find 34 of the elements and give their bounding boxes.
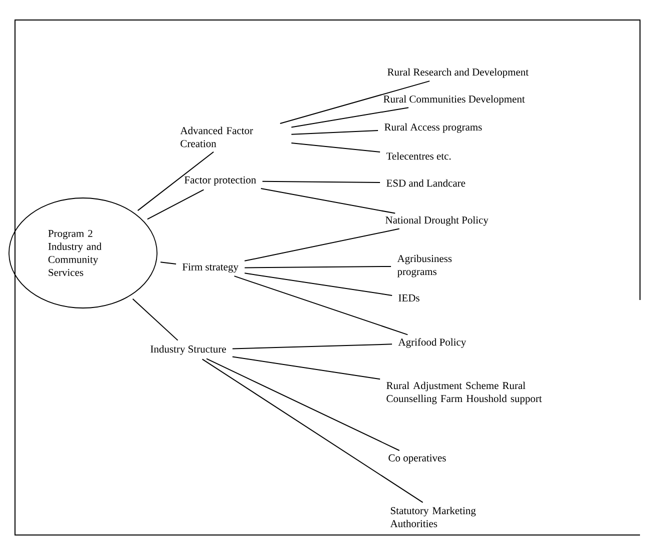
connector-line [260, 188, 396, 214]
connector-line [280, 80, 430, 124]
connector-line [232, 344, 392, 350]
node-label: IEDs [398, 294, 420, 302]
node-label: Rural Adjustment Scheme Rural Counselling Farm Houshold support [386, 382, 542, 404]
connector-line [244, 266, 392, 268]
connector-line [160, 262, 177, 264]
connector-line [146, 189, 204, 220]
connector-line [290, 107, 409, 128]
connector-line [262, 180, 380, 184]
node-label: Rural Research and Development [388, 68, 529, 78]
connector-line [202, 358, 424, 503]
connector-line [244, 272, 393, 296]
connector-line [232, 356, 381, 380]
node-label: National Drought Policy [386, 216, 488, 226]
node-label: Factor protection [184, 176, 256, 186]
node-label: Advanced Factor Creation [180, 126, 253, 148]
node-label: ESD and Landcare [386, 179, 466, 187]
node-label: Rural Communities Development [384, 95, 525, 105]
node-label: Industry Structure [150, 345, 226, 355]
node-label: Agrifood Policy [398, 338, 466, 348]
connector-line [206, 358, 400, 451]
connector-line [244, 228, 400, 262]
node-label: Rural Access programs [384, 123, 482, 133]
connector-line [290, 142, 381, 153]
node-label: Firm strategy [182, 263, 238, 273]
connector-line [290, 130, 378, 135]
node-label: Statutory Marketing Authorities [390, 506, 476, 528]
node-label: Co operatives [388, 454, 446, 464]
node-label: Telecentres etc. [386, 152, 451, 160]
connector-line [234, 276, 408, 336]
connector-line [137, 151, 214, 212]
connector-line [132, 298, 178, 341]
node-label: Agribusiness programs [397, 254, 452, 278]
